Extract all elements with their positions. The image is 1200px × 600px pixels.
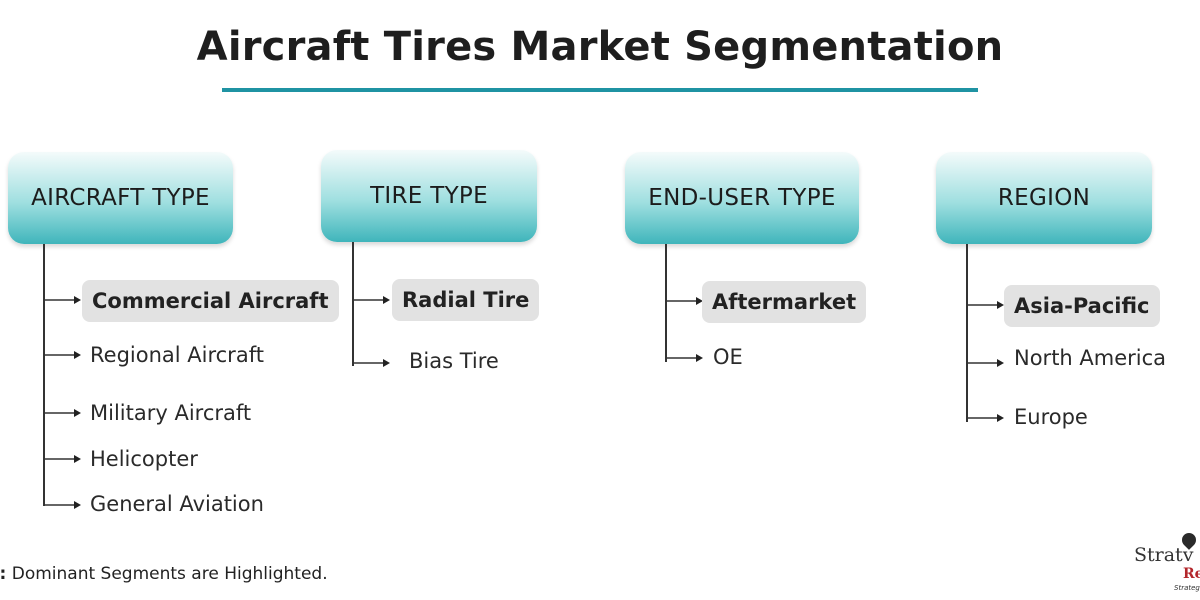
arrow-icon: [44, 351, 81, 359]
arrow-icon: [967, 359, 1004, 367]
arrow-icon: [967, 414, 1004, 422]
category-box-aircraft-type: AIRCRAFT TYPE: [8, 152, 233, 244]
segment-item-highlighted: Radial Tire: [392, 279, 540, 321]
segment-item: North America: [1014, 346, 1167, 370]
logo-wordmark-red: Re: [1183, 566, 1200, 582]
title-underline: [222, 88, 978, 92]
segment-item: Europe: [1014, 405, 1088, 429]
footnote: e: Dominant Segments are Highlighted.: [0, 564, 328, 584]
tree-connector: [966, 244, 968, 422]
tree-connector: [43, 244, 45, 506]
segment-item-highlighted: Asia-Pacific: [1004, 285, 1160, 327]
arrow-icon: [666, 297, 703, 305]
segment-item-highlighted: Aftermarket: [702, 281, 867, 323]
arrow-icon: [44, 501, 81, 509]
category-box-tire-type: TIRE TYPE: [321, 150, 537, 242]
category-box-end-user-type: END-USER TYPE: [625, 152, 859, 244]
segment-item: General Aviation: [90, 492, 264, 516]
arrow-icon: [666, 354, 703, 362]
segment-item: Bias Tire: [409, 349, 499, 373]
category-box-region: REGION: [936, 152, 1152, 244]
segment-item: Military Aircraft: [90, 401, 252, 425]
tree-connector: [665, 244, 667, 362]
segment-item: Regional Aircraft: [90, 343, 264, 367]
arrow-icon: [353, 359, 390, 367]
arrow-icon: [967, 301, 1004, 309]
arrow-icon: [44, 455, 81, 463]
segment-item: Helicopter: [90, 447, 198, 471]
arrow-icon: [44, 409, 81, 417]
tree-connector: [352, 242, 354, 366]
arrow-icon: [44, 296, 81, 304]
logo-wordmark: Stratv: [1134, 544, 1194, 566]
diagram-title: Aircraft Tires Market Segmentation: [196, 24, 1004, 70]
segment-item: OE: [713, 345, 743, 369]
arrow-icon: [353, 296, 390, 304]
logo-tagline: Strategic In: [1174, 584, 1200, 592]
company-logo: Stratv Re Strategic In: [1128, 530, 1200, 600]
segment-item-highlighted: Commercial Aircraft: [82, 280, 339, 322]
footnote-prefix: e:: [0, 564, 7, 584]
footnote-text: Dominant Segments are Highlighted.: [11, 564, 328, 584]
